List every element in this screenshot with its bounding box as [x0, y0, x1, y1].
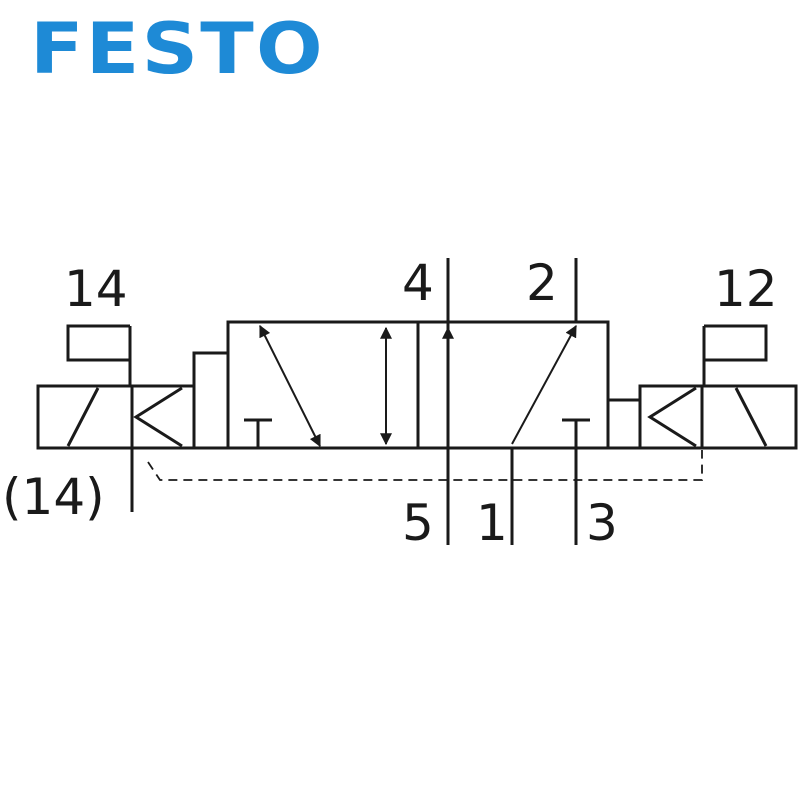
- right-manual-override: [704, 324, 768, 362]
- port-lines: [446, 258, 578, 545]
- left-solenoid: [36, 324, 230, 512]
- right-pilot-triangle: [647, 386, 697, 448]
- label-port-4: 4: [402, 254, 434, 312]
- right-solenoid-coil: [700, 384, 798, 450]
- flow-arrow-diagonal-right: [511, 324, 577, 445]
- label-14: 14: [64, 260, 128, 318]
- festo-logo: FESTO: [30, 8, 325, 90]
- right-spring-box: [606, 398, 642, 450]
- flow-arrow-diagonal-left: [259, 324, 321, 448]
- right-solenoid-diagonal: [734, 387, 768, 447]
- label-14-manual: (14): [2, 468, 105, 526]
- valve-body: [226, 320, 610, 450]
- left-spring-box: [192, 351, 230, 450]
- pilot-dashed-line: [147, 450, 703, 481]
- left-manual-override: [66, 324, 130, 362]
- left-solenoid-diagonal: [66, 387, 100, 447]
- left-pilot-triangle: [133, 386, 183, 448]
- left-pilot-box: [130, 384, 196, 450]
- label-port-5: 5: [402, 494, 434, 552]
- label-12: 12: [714, 260, 778, 318]
- label-port-3: 3: [586, 494, 618, 552]
- label-port-1: 1: [476, 494, 508, 552]
- left-solenoid-coil: [36, 384, 134, 450]
- label-port-2: 2: [526, 254, 558, 312]
- right-solenoid: [606, 324, 798, 450]
